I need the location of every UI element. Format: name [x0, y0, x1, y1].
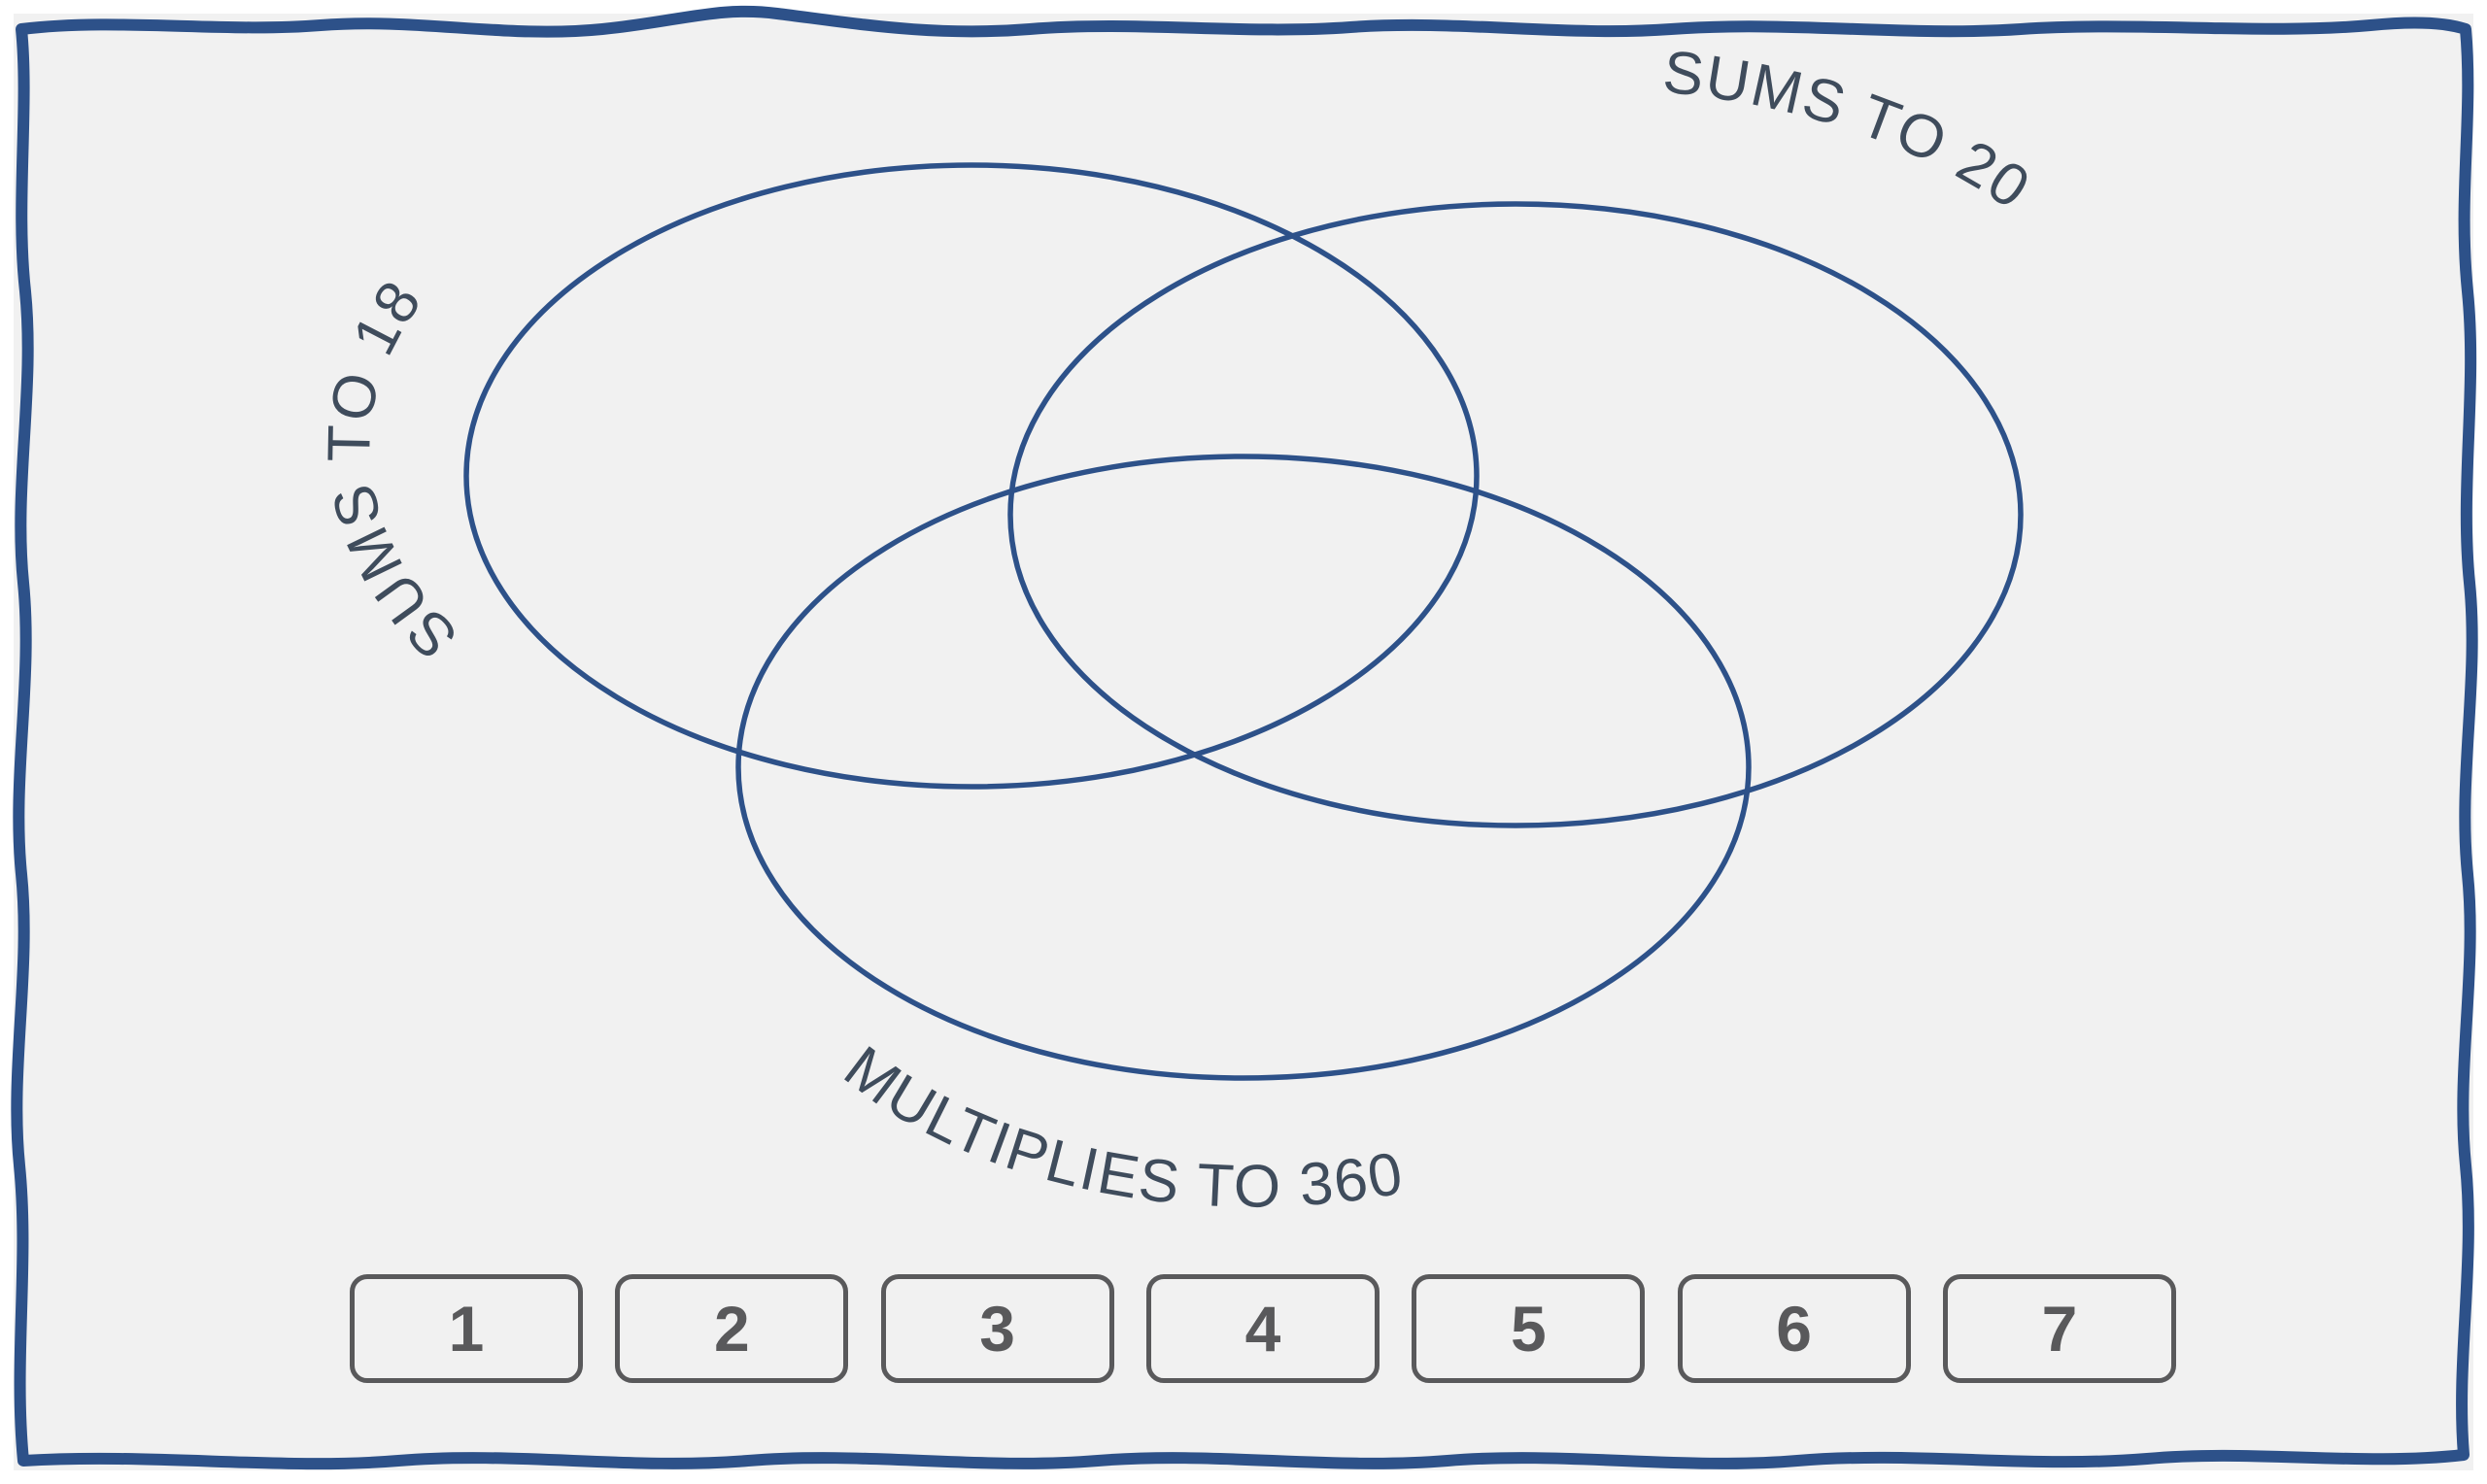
- number-tile-tray: 1 2 3 4 5 6 7: [350, 1270, 2176, 1387]
- number-tile-5[interactable]: 5: [1412, 1274, 1646, 1383]
- number-tile-4[interactable]: 4: [1145, 1274, 1380, 1383]
- number-tile-label: 1: [448, 1293, 485, 1365]
- venn-label-sums-20: SUMS TO 20: [1660, 39, 2043, 223]
- number-tile-6[interactable]: 6: [1677, 1274, 1911, 1383]
- venn-label-multiplies-360: MULTIPLIES TO 360: [833, 1033, 1410, 1220]
- number-tile-label: 3: [979, 1293, 1016, 1365]
- number-tile-label: 7: [2041, 1293, 2078, 1365]
- venn-label-sums-18: SUMS TO 18: [316, 268, 470, 671]
- venn-ellipse-sums-18: [463, 162, 1480, 790]
- venn-ellipse-multiplies-360: [735, 454, 1752, 1081]
- number-tile-label: 4: [1244, 1293, 1281, 1365]
- venn-ellipse-sums-20: [1007, 201, 2024, 828]
- number-tile-1[interactable]: 1: [350, 1274, 583, 1383]
- number-tile-label: 6: [1776, 1293, 1812, 1365]
- number-tile-label: 2: [713, 1293, 750, 1365]
- number-tile-7[interactable]: 7: [1942, 1274, 2176, 1383]
- number-tile-3[interactable]: 3: [880, 1274, 1114, 1383]
- number-tile-2[interactable]: 2: [615, 1274, 849, 1383]
- number-tile-label: 5: [1510, 1293, 1547, 1365]
